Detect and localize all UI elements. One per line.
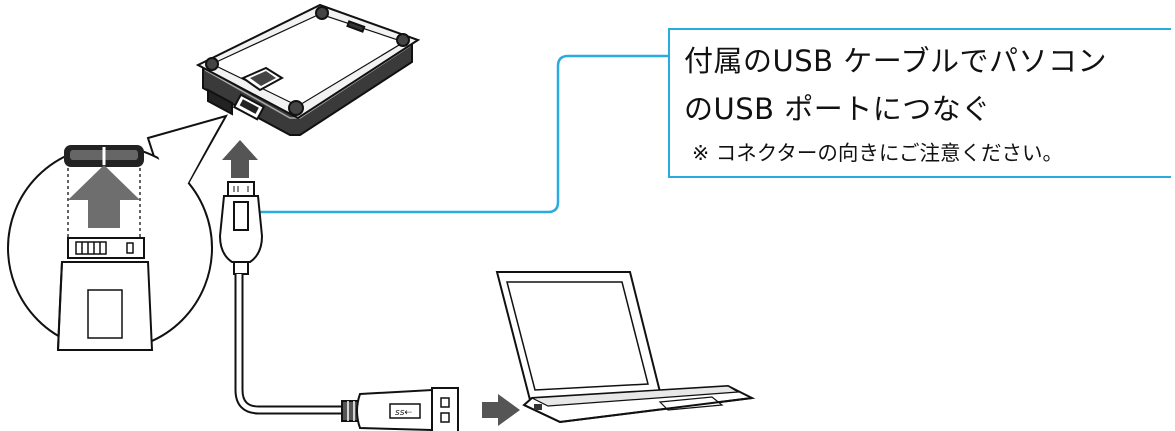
- callout-title-line2: のUSB ポートにつなぐ: [684, 92, 991, 126]
- ss-usb-logo-icon: ss⇠: [395, 408, 412, 418]
- instruction-callout: 付属のUSB ケーブルでパソコン のUSB ポートにつなぐ ※ コネクターの向き…: [668, 28, 1171, 178]
- leader-line: [246, 54, 668, 214]
- up-arrow-icon: [222, 140, 258, 178]
- callout-note: ※ コネクターの向きにご注意ください。: [692, 141, 1063, 165]
- laptop-icon: [495, 271, 756, 424]
- usb-a-connector-icon: ss⇠: [341, 387, 459, 431]
- hdd-drive-icon: [195, 3, 421, 136]
- right-arrow-icon: [482, 394, 520, 426]
- insert-arrow-icon: [68, 165, 140, 228]
- callout-title-line1: 付属のUSB ケーブルでパソコン: [684, 44, 1108, 78]
- usb-micro-b-connector-icon: [218, 181, 264, 275]
- magnifier-callout: [7, 114, 229, 351]
- usb-cable: [234, 274, 342, 415]
